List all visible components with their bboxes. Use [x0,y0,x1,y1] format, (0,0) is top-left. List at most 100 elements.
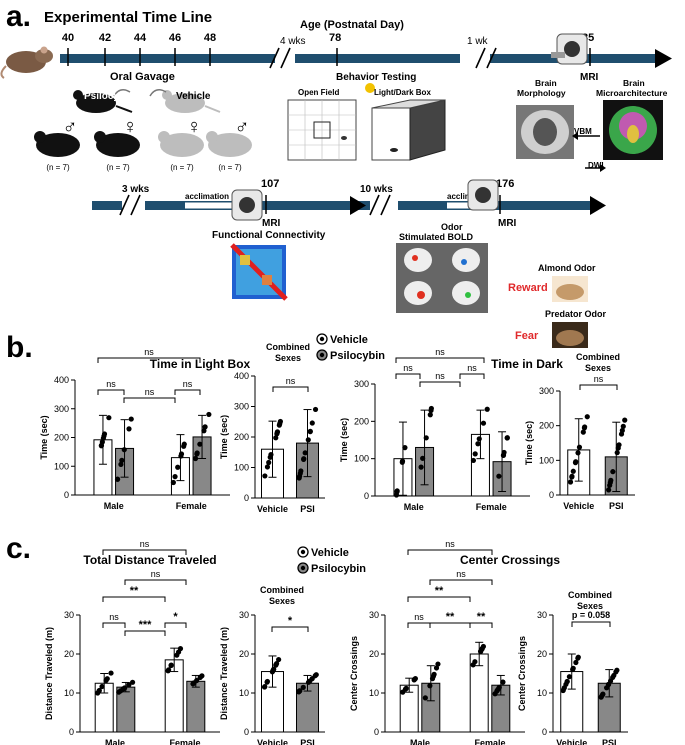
timeline-tick-label: 46 [169,32,181,44]
data-point [618,431,625,437]
data-point [475,441,481,447]
y-axis-label: Time (sec) [39,415,49,459]
data-point [476,436,482,442]
combined-title-line1: Combined [266,342,310,352]
data-point [605,681,612,688]
sig-bracket [102,622,126,628]
mri-label-3: MRI [498,218,517,229]
data-point [197,441,203,447]
y-tick-label: 200 [354,416,369,426]
sig-label: ** [435,585,444,597]
sig-bracket [419,381,461,387]
vehicle-label-a: Vehicle [176,91,211,102]
combined-title-line1: Combined [568,590,612,600]
sig-label: ** [130,585,139,597]
y-tick-label: 400 [234,371,249,381]
y-axis-label: Center Crossings [517,636,527,711]
data-point [570,468,576,474]
functional-connectivity-label: Functional Connectivity [212,230,326,241]
data-point [560,687,566,693]
sig-bracket [395,357,485,363]
data-point [500,679,506,685]
data-point [126,426,132,432]
mouse-photo-reward [552,276,588,302]
legend-psilocybin-dot [319,352,325,358]
data-point [194,451,200,457]
sig-label: * [173,611,178,623]
timeline-tick-label: 48 [204,32,216,44]
sex-symbol: ♂ [63,116,78,138]
data-point [172,474,178,480]
x-category-label: PSI [602,738,617,745]
data-point [206,411,212,418]
brain-morphology-image [516,105,574,159]
sig-label: ns [456,569,466,579]
bar [186,680,206,733]
data-point [412,675,418,682]
data-point [264,678,271,685]
data-point [480,420,487,426]
y-axis-label: Time (sec) [524,421,534,465]
data-point [117,688,124,694]
predator-odor-label: Predator Odor [545,309,607,319]
group-n-label: (n = 7) [218,163,242,172]
y-tick-label: 10 [369,688,379,698]
fear-label: Fear [515,330,539,342]
data-point [307,429,313,435]
sig-label: ns [151,569,161,579]
y-tick-label: 200 [234,432,249,442]
sig-label: * [288,615,293,627]
data-point [202,424,208,430]
data-point [576,444,583,450]
data-point [394,488,400,494]
data-point [496,473,502,479]
y-tick-label: 300 [354,379,369,389]
data-point [472,659,478,665]
y-tick-label: 10 [239,688,249,698]
data-point [430,673,437,679]
data-point [575,450,581,456]
legend-psilocybin-dot [300,565,306,571]
vbm-label: VBM [574,127,592,136]
sig-label: ns [106,379,116,389]
panel-c-letter: c. [6,532,31,565]
x-category-label: Vehicle [257,504,288,514]
group-mouse-icon [208,133,252,157]
data-point [96,688,102,694]
sig-bracket [272,386,309,392]
sig-label: ns [403,363,413,373]
data-point [312,406,319,413]
data-point [479,646,485,652]
x-category-label: Male [104,501,124,511]
rat-icon [0,46,53,79]
data-point [427,412,433,418]
data-point [201,428,207,434]
gap-4wks: 4 wks [280,36,306,47]
data-point [566,674,573,680]
data-point [418,464,424,470]
mri-label-1: MRI [580,72,599,83]
x-category-label: Female [169,738,200,745]
data-point [305,437,311,443]
data-point [191,680,197,686]
data-point [399,459,405,465]
x-category-label: Female [474,738,505,745]
open-field-label: Open Field [298,88,339,97]
data-point [276,656,282,663]
chart-title: Time in Light Box [150,357,251,371]
acclimation-label-1: acclimation [185,192,229,201]
timeline-tick-label: 40 [62,32,74,44]
x-category-label: PSI [300,738,315,745]
y-tick-label: 0 [64,490,69,500]
data-point [297,470,303,476]
gap-10wks: 10 wks [360,184,393,195]
y-tick-label: 30 [369,610,379,620]
y-tick-label: 20 [239,649,249,659]
y-axis-label: Time (sec) [339,418,349,462]
sig-label: ns [183,379,193,389]
